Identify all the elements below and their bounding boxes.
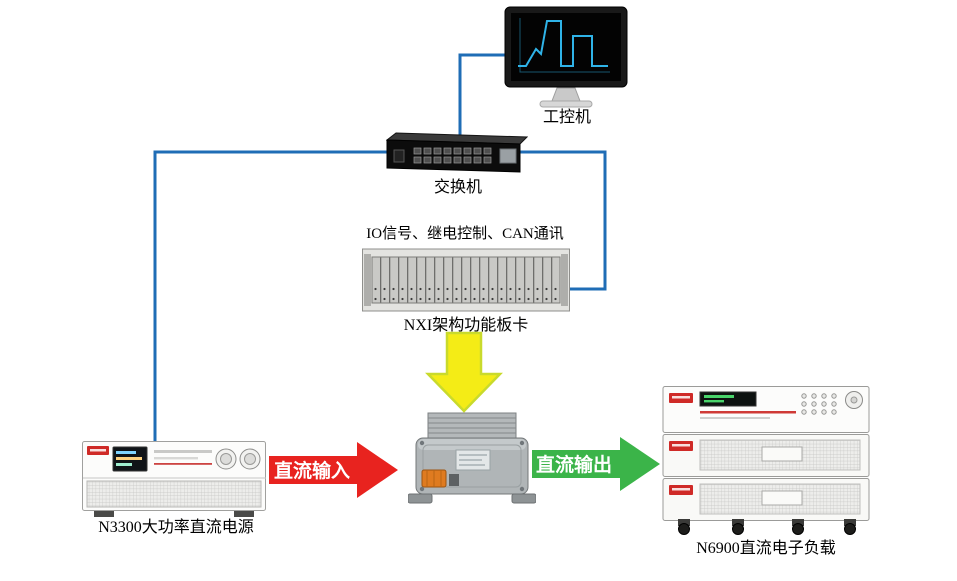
load-unit-top: [662, 386, 870, 433]
yellow-down-arrow: [425, 331, 503, 413]
psu-label: N3300大功率直流电源: [98, 519, 254, 536]
converter-connector-orange: [421, 469, 447, 488]
rack-card-slots: [371, 256, 561, 304]
switch-ports: [413, 147, 492, 164]
psu-output-sockets: [215, 448, 261, 470]
converter-mount-left: [407, 493, 433, 504]
power-supply-node: [82, 441, 268, 524]
green-right-arrow: [532, 437, 660, 491]
monitor-screen: [511, 13, 621, 81]
converter-panel-outline: [422, 444, 522, 488]
switch-indicator-panel: [393, 149, 405, 163]
dc-converter-icon: [407, 412, 537, 504]
wire-switch-nxi: [520, 150, 607, 291]
switch-uplink-block: [499, 148, 517, 164]
load-unit-mid: [662, 434, 870, 477]
wire-pc-switch: [458, 53, 507, 136]
monitor-icon: [504, 6, 628, 108]
converter-name-plate: [455, 449, 491, 471]
nxi-rack-node: [362, 248, 570, 317]
power-supply-icon: [82, 441, 266, 517]
electronic-load-node: [660, 386, 872, 541]
dc-output-label: 直流输出: [536, 453, 612, 476]
electronic-load-icon: [662, 386, 870, 535]
converter-fins: [427, 412, 517, 439]
psu-display: [112, 446, 148, 472]
psu-foot-right: [234, 511, 254, 517]
psu-foot-left: [94, 511, 114, 517]
psu-vent-grille: [86, 480, 262, 508]
load-label: N6900直流电子负载: [696, 540, 836, 557]
dc-input-label: 直流输入: [274, 459, 350, 482]
psu-brand-logo: [87, 446, 109, 455]
red-right-arrow: [269, 442, 398, 498]
chart-line: [518, 20, 608, 67]
industrial-pc-node: [504, 6, 630, 113]
rack-right-rail: [561, 254, 568, 306]
load-unit-bottom: [662, 478, 870, 521]
network-switch-icon: [385, 132, 529, 173]
wire-switch-psu: [153, 150, 389, 447]
io-note-label: IO信号、继电控制、CAN通讯: [366, 226, 564, 242]
converter-connector-dark: [449, 474, 459, 486]
pc-label: 工控机: [542, 109, 591, 126]
dut-converter-node: [407, 412, 537, 515]
chart-axes: [519, 18, 610, 73]
rack-left-rail: [364, 254, 371, 306]
nxi-label: NXI架构功能板卡: [403, 317, 529, 334]
card-rack-icon: [362, 248, 570, 312]
load-caster-wheels: [678, 519, 856, 535]
psu-panel-text: [154, 450, 212, 465]
switch-label: 交换机: [433, 179, 482, 196]
monitor-base: [539, 100, 593, 108]
converter-bolts: [419, 440, 525, 492]
load-buttons: [801, 393, 837, 415]
network-switch-node: [385, 131, 529, 180]
